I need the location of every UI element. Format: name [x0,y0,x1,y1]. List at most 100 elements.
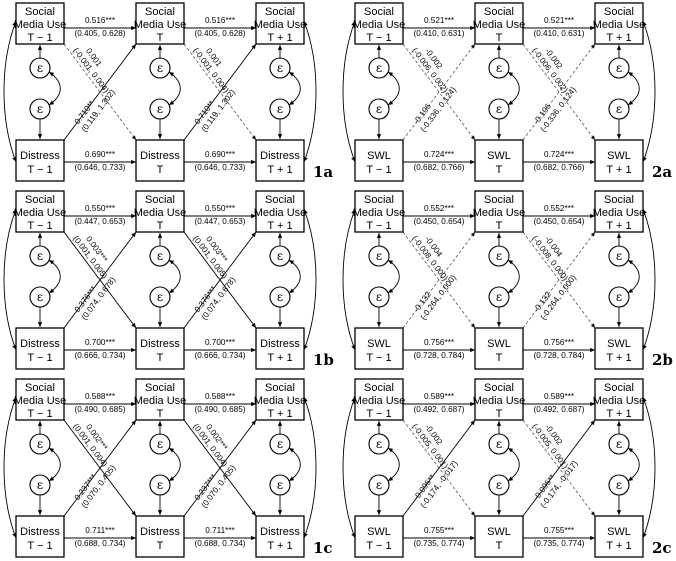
ci-label-top: (0.410, 0.631) [534,29,585,38]
box-time-label: T − 1 [366,408,391,420]
box-label: Distress [20,338,60,350]
cross-lag-top-to-bottom-label: 0.001(-0.001, 0.004) [71,46,111,95]
cross-lag-bottom-to-top-arrow [183,231,257,329]
box-time-label: T [496,352,503,364]
covariance-arrow-right [303,20,317,163]
covariance-arrow-left [342,208,356,351]
variable-box-distress [135,139,185,182]
box-label: Social [604,194,634,206]
panel-label: 1c [313,539,333,557]
epsilon-circle [29,245,51,267]
box-label: Social [484,382,514,394]
variable-box-swl [474,515,524,558]
box-label: Media Use [14,19,67,31]
ci-label-top: (0.405, 0.628) [75,29,126,38]
epsilon-symbol: ε [376,102,382,116]
cross-lag-bottom-to-top-label: -0.132(-0.264, 0.000) [532,273,578,322]
box-time-label: T − 1 [366,164,391,176]
epsilon-circle [29,98,51,120]
variable-box-distress [135,515,185,558]
box-time-label: T [157,220,164,232]
epsilon-symbol: ε [616,478,622,492]
epsilon-circle [488,98,510,120]
panel-label: 1a [313,163,333,181]
variable-box-distress [135,327,185,370]
epsilon-circle [269,57,291,79]
box-time-label: T − 1 [27,352,52,364]
variable-box-swl [594,139,644,182]
variable-box-distress [15,515,65,558]
variable-box-distress [15,139,65,182]
coef-label-bottom: 0.755*** [544,526,575,535]
coef-label-top: 0.521*** [424,16,455,25]
box-label: SWL [607,150,631,162]
variable-box-distress [255,515,305,558]
box-label: Distress [260,526,300,538]
epsilon-circle [149,286,171,308]
epsilon-circle [29,433,51,455]
ci-label-bottom: (0.682, 0.766) [534,163,585,172]
box-label: Social [25,382,55,394]
ci-label-bottom: (0.728, 0.784) [534,351,585,360]
box-label: SWL [367,150,391,162]
epsilon-circle [608,433,630,455]
box-label: Media Use [473,19,526,31]
box-time-label: T [496,32,503,44]
epsilon-symbol: ε [37,249,43,263]
box-label: Media Use [593,19,646,31]
coef-label-bottom: 0.756*** [544,338,575,347]
variable-box-social-media-use [474,2,524,45]
box-label: Media Use [473,395,526,407]
variable-box-swl [594,327,644,370]
ci-label-top: (0.492, 0.687) [414,405,465,414]
ci-label-top: (0.492, 0.687) [534,405,585,414]
coef-label-top: 0.589*** [424,392,455,401]
panel-label: 2a [652,163,672,181]
box-label: Media Use [593,395,646,407]
coef-label-top: 0.550*** [85,204,116,213]
covariance-arrow-right [642,208,656,351]
epsilon-circle [29,286,51,308]
epsilon-circle [29,474,51,496]
variable-box-social-media-use [255,378,305,421]
box-label: Social [145,6,175,18]
ci-label-bottom: (0.688, 0.734) [195,539,246,548]
covariance-arrow-right [642,396,656,539]
epsilon-circle [488,245,510,267]
box-label: SWL [607,526,631,538]
cross-lag-bottom-to-top-arrow [402,231,476,329]
covariance-arrow-left [3,396,17,539]
epsilon-symbol: ε [277,478,283,492]
epsilon-circle [269,98,291,120]
epsilon-circle [149,98,171,120]
epsilon-circle [368,433,390,455]
epsilon-circle [269,245,291,267]
coef-label-top: 0.516*** [85,16,116,25]
panel-label: 2c [652,539,672,557]
coef-label-bottom: 0.724*** [544,150,575,159]
box-label: SWL [367,338,391,350]
epsilon-symbol: ε [37,102,43,116]
epsilon-circle [368,57,390,79]
ci-label-top: (0.490, 0.685) [195,405,246,414]
epsilon-symbol: ε [277,249,283,263]
epsilon-symbol: ε [616,249,622,263]
box-time-label: T + 1 [267,32,292,44]
box-time-label: T + 1 [267,408,292,420]
cross-lag-bottom-to-top-arrow [183,419,257,517]
variable-box-social-media-use [354,378,404,421]
ci-label-bottom: (0.646, 0.733) [75,163,126,172]
variable-box-swl [354,139,404,182]
variable-box-social-media-use [255,2,305,45]
variable-box-social-media-use [15,2,65,45]
epsilon-circle [29,57,51,79]
box-time-label: T − 1 [366,352,391,364]
coef-label-bottom: 0.756*** [424,338,455,347]
residual-covariance-arrow [168,259,181,294]
variable-box-swl [354,515,404,558]
cross-lag-bottom-to-top-label: -0.106(-0.336, 0.124) [532,85,578,134]
